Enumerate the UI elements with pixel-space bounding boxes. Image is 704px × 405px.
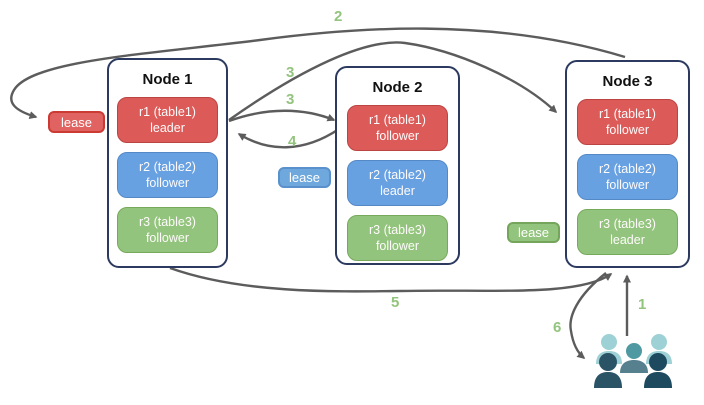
node-1-replica-r1: r1 (table1) leader [117, 97, 218, 143]
node-1-title: Node 1 [142, 71, 193, 88]
replica-role: leader [610, 233, 645, 247]
step-label-3b: 3 [286, 91, 295, 108]
step-label-2: 2 [334, 8, 343, 25]
replica-range: r2 (table2) [139, 160, 196, 174]
node-1: Node 1 r1 (table1) leader r2 (table2) fo… [107, 58, 228, 268]
node-3-title: Node 3 [602, 73, 653, 90]
arrow-step5-node1-to-node3 [169, 266, 613, 293]
replica-role: follower [605, 178, 650, 192]
step-label-6: 6 [553, 319, 562, 336]
step-label-3a: 3 [286, 64, 295, 81]
replica-role: follower [375, 129, 420, 143]
node-3-replica-r1: r1 (table1) follower [577, 99, 678, 145]
replica-role: follower [605, 123, 650, 137]
replica-role: follower [145, 231, 190, 245]
arrow-step3-leader-to-node2-follower [228, 109, 336, 123]
replica-role: leader [150, 121, 185, 135]
node-3: Node 3 r1 (table1) follower r2 (table2) … [565, 60, 690, 268]
node-1-replica-r3: r3 (table3) follower [117, 207, 218, 253]
replica-range: r1 (table1) [599, 107, 656, 121]
replica-role: follower [145, 176, 190, 190]
replica-role: follower [375, 239, 420, 253]
node-3-replica-r2: r2 (table2) follower [577, 154, 678, 200]
arrow-step2-node3-to-lease [10, 27, 626, 119]
node-2-replica-r3: r3 (table3) follower [347, 215, 448, 261]
node-2-replica-r2: r2 (table2) leader [347, 160, 448, 206]
node-3-replica-r3: r3 (table3) leader [577, 209, 678, 255]
lease-badge-r3: lease [507, 222, 560, 243]
replica-range: r3 (table3) [369, 223, 426, 237]
users-group-icon [594, 334, 672, 388]
node-2-title: Node 2 [372, 79, 423, 96]
node-2: Node 2 r1 (table1) follower r2 (table2) … [335, 66, 460, 265]
replica-range: r3 (table3) [139, 215, 196, 229]
node-2-replica-r1: r1 (table1) follower [347, 105, 448, 151]
node-1-replica-r2: r2 (table2) follower [117, 152, 218, 198]
step-label-4: 4 [288, 133, 297, 150]
replica-range: r3 (table3) [599, 217, 656, 231]
replica-range: r2 (table2) [369, 168, 426, 182]
replica-range: r1 (table1) [139, 105, 196, 119]
replica-role: leader [380, 184, 415, 198]
replica-range: r2 (table2) [599, 162, 656, 176]
step-label-1: 1 [638, 296, 647, 313]
lease-badge-r1: lease [48, 111, 105, 133]
step-label-5: 5 [391, 294, 400, 311]
replica-range: r1 (table1) [369, 113, 426, 127]
lease-badge-r2: lease [278, 167, 331, 188]
